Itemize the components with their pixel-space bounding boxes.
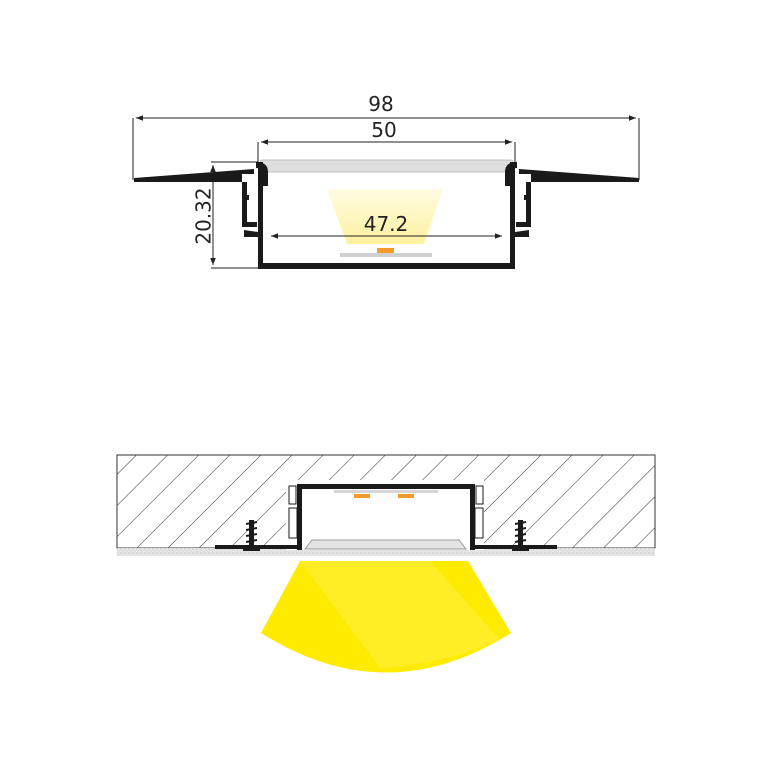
- installed-led-strip: [334, 490, 438, 493]
- led-strip: [340, 253, 432, 257]
- led-strip-width-label: 47.2: [364, 212, 409, 236]
- left-flange: [134, 169, 254, 182]
- light-cone-top: [327, 189, 443, 244]
- inner-width-label: 50: [371, 118, 396, 142]
- installed-profile: [288, 484, 484, 550]
- installed-led-chip-right: [398, 494, 414, 498]
- light-beam: [261, 561, 511, 673]
- installed-right-flange: [473, 545, 557, 549]
- led-strip-width-dimension: 47.2: [271, 212, 502, 239]
- plaster-layer: [117, 548, 655, 556]
- installed-diffuser: [303, 539, 468, 550]
- height-dimension: 20.32: [192, 161, 258, 269]
- overall-width-label: 98: [368, 92, 393, 116]
- light-beam-highlight: [300, 561, 500, 668]
- installed-led-chip-left: [354, 494, 370, 498]
- right-wall: [505, 162, 531, 268]
- led-chip: [377, 248, 394, 253]
- installed-left-flange: [215, 545, 297, 549]
- left-wall: [242, 162, 268, 268]
- diffuser-cover: [259, 159, 514, 173]
- inner-width-dimension: 50: [257, 118, 516, 168]
- installed-view: [116, 454, 656, 673]
- overall-width-dimension: 98: [132, 92, 640, 180]
- right-screw: [512, 520, 529, 551]
- height-label: 20.32: [192, 187, 216, 244]
- right-flange: [519, 169, 639, 182]
- channel-base: [258, 263, 515, 269]
- cross-section-view: 98 50 20.32: [132, 92, 640, 269]
- left-screw: [243, 520, 260, 551]
